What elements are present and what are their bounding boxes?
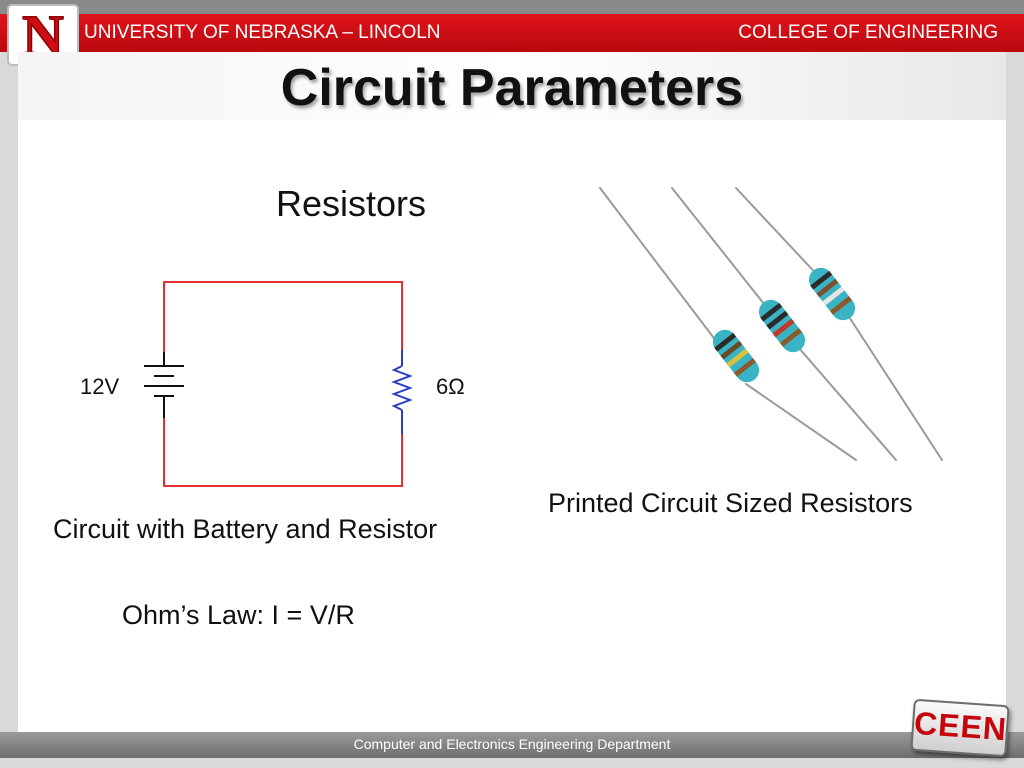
university-name: UNIVERSITY OF NEBRASKA – LINCOLN xyxy=(84,22,441,43)
resistor-photo-3 xyxy=(808,267,856,321)
slide-body xyxy=(18,52,1006,732)
ceen-badge: CEEN xyxy=(910,698,1010,758)
resistance-label: 6Ω xyxy=(436,374,465,399)
resistor-zigzag xyxy=(391,365,413,411)
battery-symbol xyxy=(144,352,184,418)
wire-bottom xyxy=(163,418,403,487)
circuit-diagram xyxy=(144,281,413,487)
college-name: COLLEGE OF ENGINEERING xyxy=(738,22,998,43)
header-bar xyxy=(0,14,1024,52)
wire-top xyxy=(163,281,403,352)
top-strip xyxy=(0,0,1024,14)
resistor-photo-2 xyxy=(758,299,806,353)
circuit-caption: Circuit with Battery and Resistor xyxy=(53,514,438,544)
photo-caption: Printed Circuit Sized Resistors xyxy=(548,488,913,518)
department-name: Computer and Electronics Engineering Dep… xyxy=(353,736,671,752)
slide-title: Circuit Parameters xyxy=(280,59,744,117)
resistor-photo-1 xyxy=(712,329,760,383)
title-band xyxy=(18,52,1006,120)
resistors-photo xyxy=(599,187,943,461)
footer-bar xyxy=(0,732,1024,758)
battery-voltage-label: 12V xyxy=(80,374,120,399)
section-subtitle: Resistors xyxy=(276,183,427,224)
ceen-badge-text: CEEN xyxy=(912,704,1009,748)
ohms-law-text: Ohm’s Law: I = V/R xyxy=(122,600,355,630)
